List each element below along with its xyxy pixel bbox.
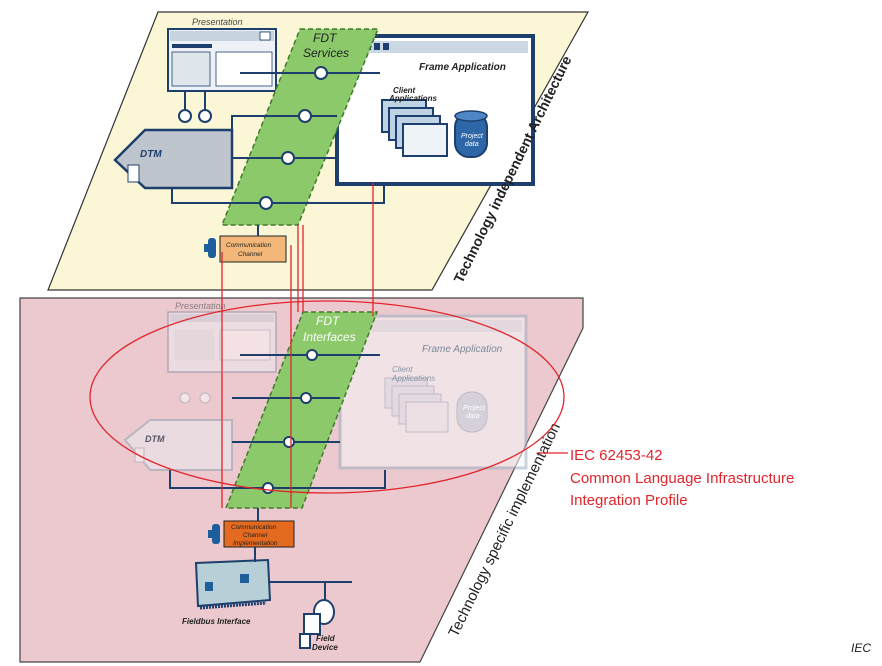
lower-dtm-label: DTM: [145, 434, 165, 444]
comm-impl-plug-icon: [208, 524, 220, 544]
field-device-label-2: Device: [312, 643, 338, 652]
lower-frame-application: [338, 314, 528, 470]
fdt-interfaces-label-1: FDT: [316, 314, 341, 328]
lower-plane: Presentation DTM Frame Application Clien…: [19, 297, 584, 663]
lower-presentation-label: Presentation: [175, 301, 226, 311]
fdt-services-label-1: FDT: [313, 31, 338, 45]
annotation-line-1: IEC 62453-42: [570, 447, 663, 464]
lower-dtm-block: [123, 392, 233, 471]
annotation-line-3: Integration Profile: [570, 492, 688, 509]
upper-presentation-label: Presentation: [192, 17, 243, 27]
field-device-icon: [299, 599, 335, 649]
upper-presentation-port-2: [198, 109, 212, 123]
lower-frame-app-label: Frame Application: [422, 344, 503, 355]
lower-client-apps-label-2: Applications: [391, 374, 435, 383]
comm-channel-plug-icon: [204, 238, 216, 258]
upper-project-data-label-1: Project: [461, 133, 484, 140]
upper-client-apps-label-2: Applications: [388, 94, 438, 103]
upper-interface-lines: [171, 66, 385, 210]
upper-project-data-label-2: data: [465, 141, 479, 148]
field-device-label-1: Field: [316, 634, 336, 643]
plane-mapping-links: [221, 183, 374, 508]
comm-impl-label-1: Communication: [231, 524, 277, 531]
fdt-interfaces-band: [224, 311, 379, 509]
comm-impl-label-2: Channel: [243, 532, 268, 539]
comm-channel-implementation-box: [223, 520, 295, 548]
fdt-services-label-2: Services: [303, 46, 349, 60]
upper-presentation-window: [167, 28, 277, 92]
upper-frame-app-label: Frame Application: [419, 62, 506, 73]
lower-project-data-label-2: data: [466, 413, 480, 420]
lower-client-apps-label-1: Client: [392, 365, 413, 374]
comm-channel-label-2: Channel: [238, 251, 263, 258]
iec-mark: IEC: [851, 641, 871, 655]
lower-project-data-label-1: Project: [463, 405, 486, 412]
comm-channel-box: [219, 235, 287, 263]
upper-client-apps-label-1: Client: [393, 86, 416, 95]
upper-presentation-port-1: [178, 109, 192, 123]
comm-impl-label-3: Implementation: [233, 540, 278, 547]
upper-plane: Presentation DTM Frame Application: [47, 11, 590, 291]
upper-frame-application: [335, 34, 535, 186]
fdt-interfaces-label-2: Interfaces: [303, 330, 356, 344]
comm-channel-label-1: Communication: [226, 242, 272, 249]
fieldbus-interface-label: Fieldbus Interface: [182, 617, 251, 626]
profile-scope-ellipse: [89, 300, 565, 494]
fieldbus-interface-card: [194, 558, 272, 610]
annotation-line-2: Common Language Infrastructure: [570, 470, 794, 487]
upper-dtm-label: DTM: [140, 149, 162, 160]
